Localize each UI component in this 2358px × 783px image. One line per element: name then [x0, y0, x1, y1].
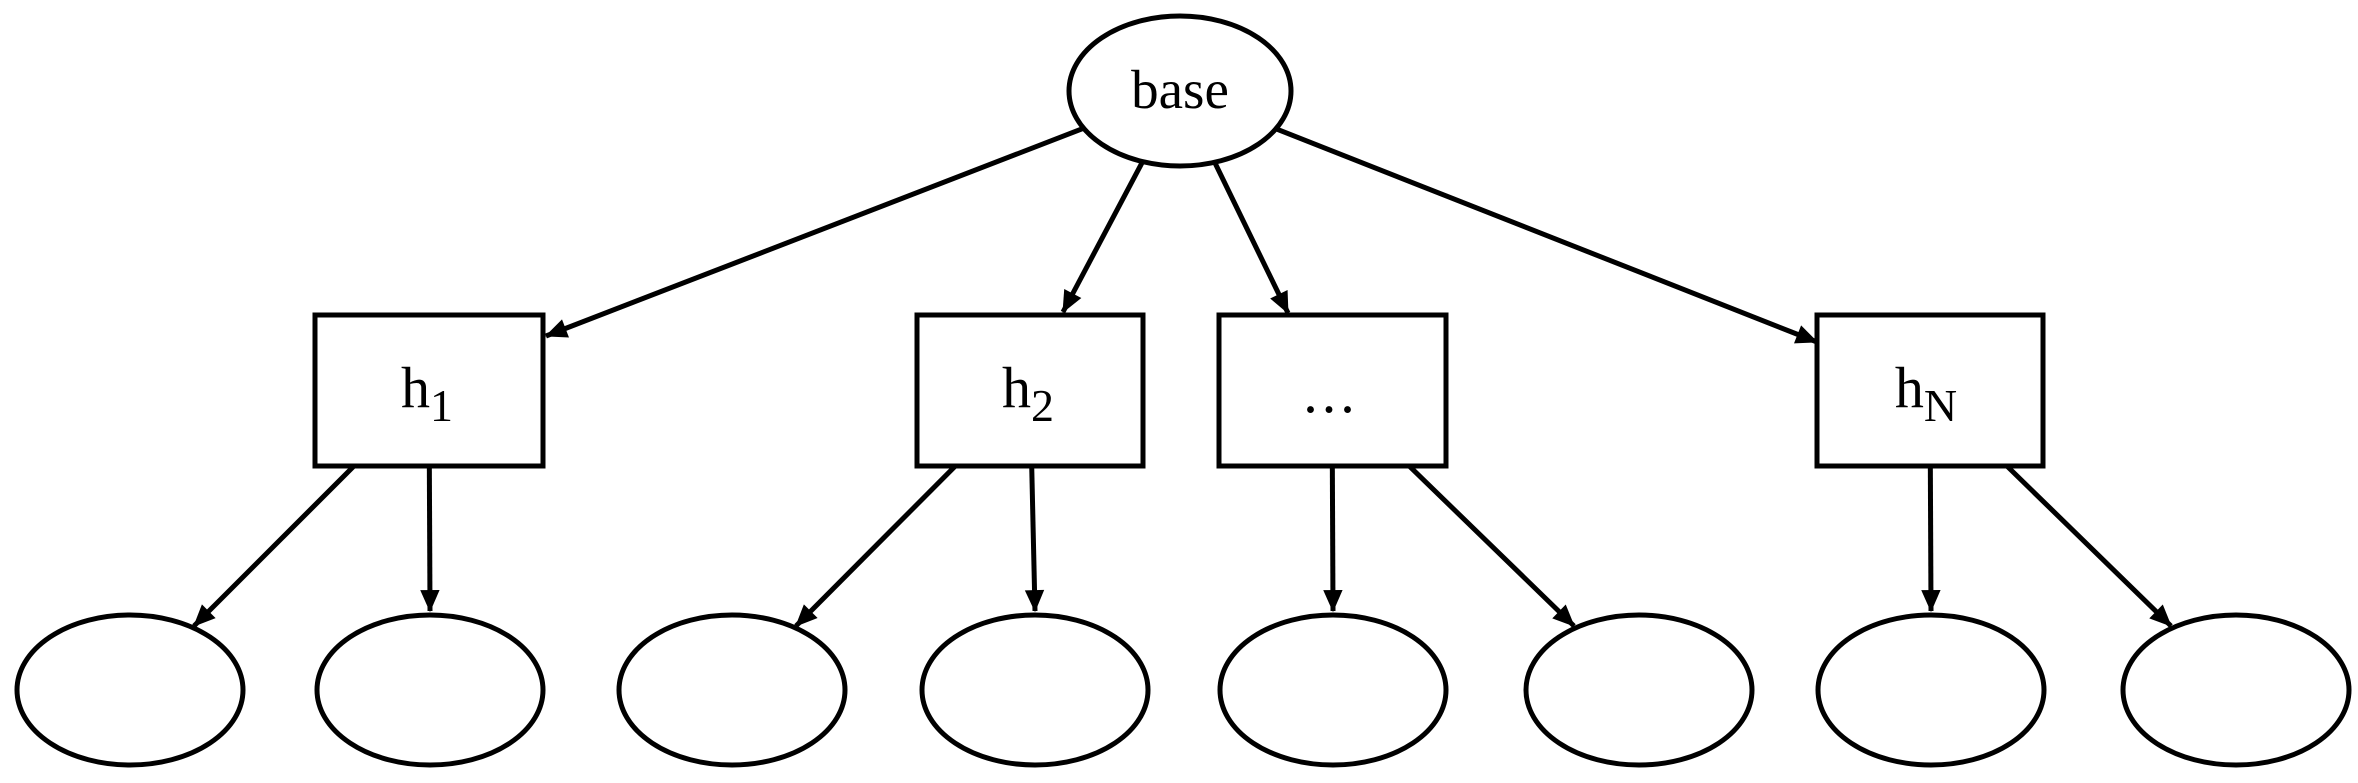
base-ellipse	[1066, 13, 1294, 169]
node-leaf-5	[1217, 612, 1449, 768]
ellipsis-rect	[1216, 312, 1449, 469]
node-ellipsis: ...	[1216, 312, 1449, 469]
node-leaf-6	[1523, 612, 1755, 768]
h2-label: h2	[1002, 355, 1054, 431]
hN-label: hN	[1895, 355, 1957, 431]
hN-rect	[1814, 312, 2046, 469]
node-h2: h2	[914, 312, 1146, 469]
node-leaf-3	[616, 612, 848, 768]
node-leaf-8	[2120, 612, 2352, 768]
h1-label: h1	[401, 355, 453, 431]
ellipsis-label: ...	[1303, 360, 1359, 425]
node-group: base h1 h2 ... hN	[14, 13, 2352, 768]
node-leaf-7	[1815, 612, 2047, 768]
node-hN: hN	[1814, 312, 2046, 469]
edge-base-to-hN	[1179, 88, 1819, 345]
node-leaf-2	[314, 612, 546, 768]
edge-base-to-h1	[544, 88, 1181, 339]
base-label: base	[1131, 59, 1229, 120]
node-leaf-1	[14, 612, 246, 768]
node-h1: h1	[312, 312, 546, 469]
h1-rect	[312, 312, 546, 469]
node-base: base	[1066, 13, 1294, 169]
node-leaf-4	[919, 612, 1151, 768]
h2-rect	[914, 312, 1146, 469]
